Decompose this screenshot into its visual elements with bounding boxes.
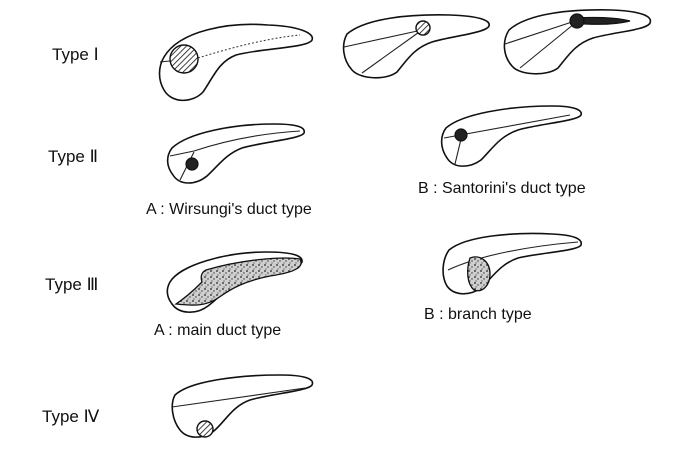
type4-pancreas bbox=[171, 374, 314, 438]
tumor-icon bbox=[185, 157, 199, 171]
type1-pancreas-3 bbox=[503, 9, 652, 75]
tumor-icon bbox=[454, 128, 468, 142]
type1-pancreas-1 bbox=[158, 23, 313, 102]
tumor-icon bbox=[569, 13, 585, 29]
type3a-caption: A : main duct type bbox=[154, 322, 282, 339]
type2-label: Type Ⅱ bbox=[48, 147, 98, 166]
type3b-caption: B : branch type bbox=[424, 306, 532, 323]
tumor-icon bbox=[415, 20, 431, 36]
tumor-icon bbox=[196, 420, 214, 438]
type1-label: Type Ⅰ bbox=[52, 45, 99, 64]
type3a-pancreas bbox=[166, 251, 303, 313]
type2b-caption: B : Santorini's duct type bbox=[418, 180, 586, 197]
type2b-pancreas bbox=[440, 105, 583, 167]
type3b-pancreas bbox=[442, 232, 583, 295]
type2a-caption: A : Wirsungi's duct type bbox=[146, 201, 312, 218]
type3-label: Type Ⅲ bbox=[45, 275, 99, 294]
type2a-pancreas bbox=[166, 123, 305, 184]
type4-label: Type Ⅳ bbox=[42, 407, 100, 426]
type1-pancreas-2 bbox=[342, 14, 490, 79]
tumor-icon bbox=[169, 44, 199, 74]
